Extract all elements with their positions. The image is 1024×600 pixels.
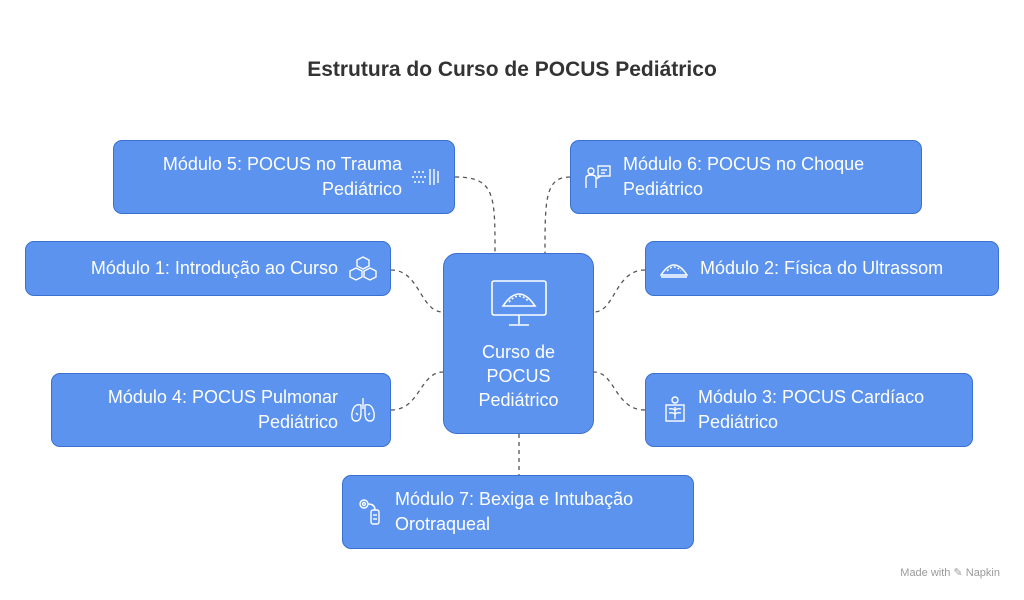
- lungs-icon: [348, 395, 378, 425]
- module-6-box[interactable]: Módulo 6: POCUS no Choque Pediátrico: [570, 140, 922, 214]
- ultrasound-wave-icon: [658, 257, 690, 281]
- connector-m6: [544, 176, 571, 254]
- connector-m4: [390, 371, 444, 411]
- diagram-title: Estrutura do Curso de POCUS Pediátrico: [307, 58, 717, 81]
- module-7-label: Módulo 7: Bexiga e Intubação Orotraqueal: [395, 489, 634, 534]
- module-2-box[interactable]: Módulo 2: Física do Ultrassom: [645, 241, 999, 296]
- module-3-box[interactable]: Módulo 3: POCUS Cardíaco Pediátrico: [645, 373, 973, 447]
- module-7-box[interactable]: Módulo 7: Bexiga e Intubação Orotraqueal: [342, 475, 694, 549]
- module-2-label: Módulo 2: Física do Ultrassom: [700, 258, 944, 278]
- module-3-label: Módulo 3: POCUS Cardíaco Pediátrico: [698, 387, 925, 432]
- xray-chest-icon: [662, 395, 688, 425]
- module-4-box[interactable]: Módulo 4: POCUS Pulmonar Pediátrico: [51, 373, 391, 447]
- connector-m2: [593, 269, 646, 313]
- presentation-doctor-icon: [583, 162, 613, 192]
- connector-m5: [454, 176, 496, 254]
- module-6-label: Módulo 6: POCUS no Choque Pediátrico: [623, 154, 865, 199]
- connector-m3: [593, 371, 646, 411]
- center-course-box[interactable]: Curso de POCUS Pediátrico: [443, 253, 594, 434]
- module-5-box[interactable]: Módulo 5: POCUS no Trauma Pediátrico: [113, 140, 455, 214]
- blocks-icon: [348, 254, 378, 284]
- center-course-label: Curso de POCUS Pediátrico: [478, 342, 559, 410]
- connector-m1: [390, 269, 444, 313]
- module-4-label: Módulo 4: POCUS Pulmonar Pediátrico: [107, 387, 338, 432]
- intubation-icon: [357, 496, 385, 528]
- napkin-watermark: Made with ✎ Napkin: [900, 567, 1000, 579]
- monitor-ultrasound-icon: [491, 280, 547, 326]
- trauma-motion-icon: [412, 165, 442, 189]
- module-5-label: Módulo 5: POCUS no Trauma Pediátrico: [162, 154, 402, 199]
- module-1-box[interactable]: Módulo 1: Introdução ao Curso: [25, 241, 391, 296]
- module-1-label: Módulo 1: Introdução ao Curso: [90, 258, 338, 278]
